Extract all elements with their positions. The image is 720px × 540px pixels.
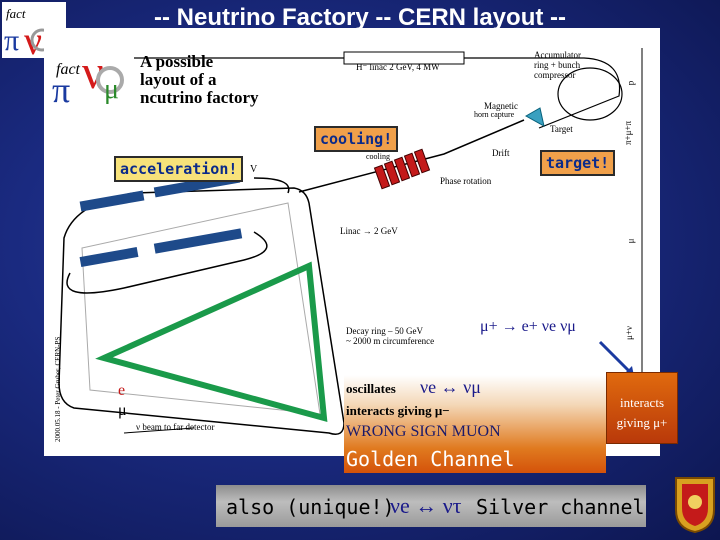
magnetic-label-2: horn capture xyxy=(474,110,515,119)
oscillates-label: oscillates xyxy=(346,381,396,396)
heading-line2: layout of a xyxy=(140,70,217,89)
heading-line1: A possible xyxy=(140,52,214,71)
interacts-mu-plus-box: interacts giving μ+ xyxy=(606,372,678,444)
magnetic-label-1: Magnetic xyxy=(484,101,518,111)
university-seal-icon xyxy=(675,477,715,534)
cooling-callout: cooling! xyxy=(314,126,399,152)
accumulator-label-1: Accumulator xyxy=(534,50,581,60)
heading-line3: ncutrino factory xyxy=(140,88,259,107)
target-callout: target! xyxy=(540,150,616,176)
interacts-box-line2: giving μ+ xyxy=(616,415,668,430)
marker-mu: μ xyxy=(118,402,127,419)
decay-ring-icon xyxy=(58,187,345,435)
return-loop-icon xyxy=(66,231,268,294)
silver-channel-box: also (unique!) νe ↔ ντ Silver channel xyxy=(216,485,646,527)
target-label: Target xyxy=(550,124,573,134)
drift-label: Drift xyxy=(492,148,510,158)
silver-label: Silver channel xyxy=(476,495,645,519)
interacts-box-line1: interacts xyxy=(619,395,665,410)
svg-text:μ: μ xyxy=(104,74,119,105)
acceleration-callout: acceleration! xyxy=(114,156,244,182)
cooling-cells-icon xyxy=(373,148,431,190)
beam-label: ν beam to far detector xyxy=(136,422,215,432)
v-label: V xyxy=(250,164,258,175)
accumulator-ring-icon xyxy=(557,67,623,121)
vertical-credit: 2000.05.18 - Peter Gruber, CERN-PS xyxy=(54,336,62,442)
slide-title: -- Neutrino Factory -- CERN layout -- xyxy=(154,4,566,31)
marker-e: e xyxy=(118,382,126,399)
numu-arrow-icon xyxy=(598,340,632,374)
linac-label: H⁻ linac 2 GeV, 4 MW xyxy=(356,62,440,72)
cooling-small-label: cooling xyxy=(366,152,390,161)
oscillation-relation: νe ↔ νμ xyxy=(420,377,481,397)
interacts-label: interacts giving μ− xyxy=(346,403,450,418)
factory-layout-figure: fact ν π μ xyxy=(44,28,660,456)
silver-prefix: also (unique!) xyxy=(226,495,395,519)
linac2-label: Linac → 2 GeV xyxy=(340,226,398,236)
wrong-sign-label: WRONG SIGN MUON xyxy=(346,423,501,440)
golden-channel-box: oscillates νe ↔ νμ interacts giving μ− W… xyxy=(344,375,606,473)
svg-text:fact: fact xyxy=(6,6,26,21)
decay-label-1: Decay ring – 50 GeV xyxy=(346,326,423,336)
phase-label: Phase rotation xyxy=(440,176,492,186)
side-label-munu: μ+ν xyxy=(623,326,634,340)
side-label-p: p xyxy=(625,80,636,86)
accumulator-label-3: compressor xyxy=(534,70,576,80)
accumulator-label-2: ring + bunch xyxy=(534,60,581,70)
decay-equation: μ+ → e+ νe νμ xyxy=(480,318,576,335)
side-label-mu: μ xyxy=(625,238,636,244)
svg-text:π: π xyxy=(52,70,70,110)
side-label-pimu: π+μ+π xyxy=(623,120,634,146)
figure-logo-icon: fact ν π μ xyxy=(52,46,124,110)
target-horn-icon xyxy=(524,107,545,127)
decay-label-2: ~ 2000 m circumference xyxy=(346,336,435,346)
beamline-icon xyxy=(298,119,525,193)
silver-relation: νe ↔ ντ xyxy=(390,493,462,518)
accelerator-magnets-icon xyxy=(79,172,243,267)
layout-diagram: fact ν π μ xyxy=(52,46,643,438)
svg-text:π: π xyxy=(4,24,19,57)
h-linac-icon xyxy=(343,51,465,65)
svg-text:fact: fact xyxy=(56,61,81,78)
golden-channel-label: Golden Channel xyxy=(346,447,515,471)
